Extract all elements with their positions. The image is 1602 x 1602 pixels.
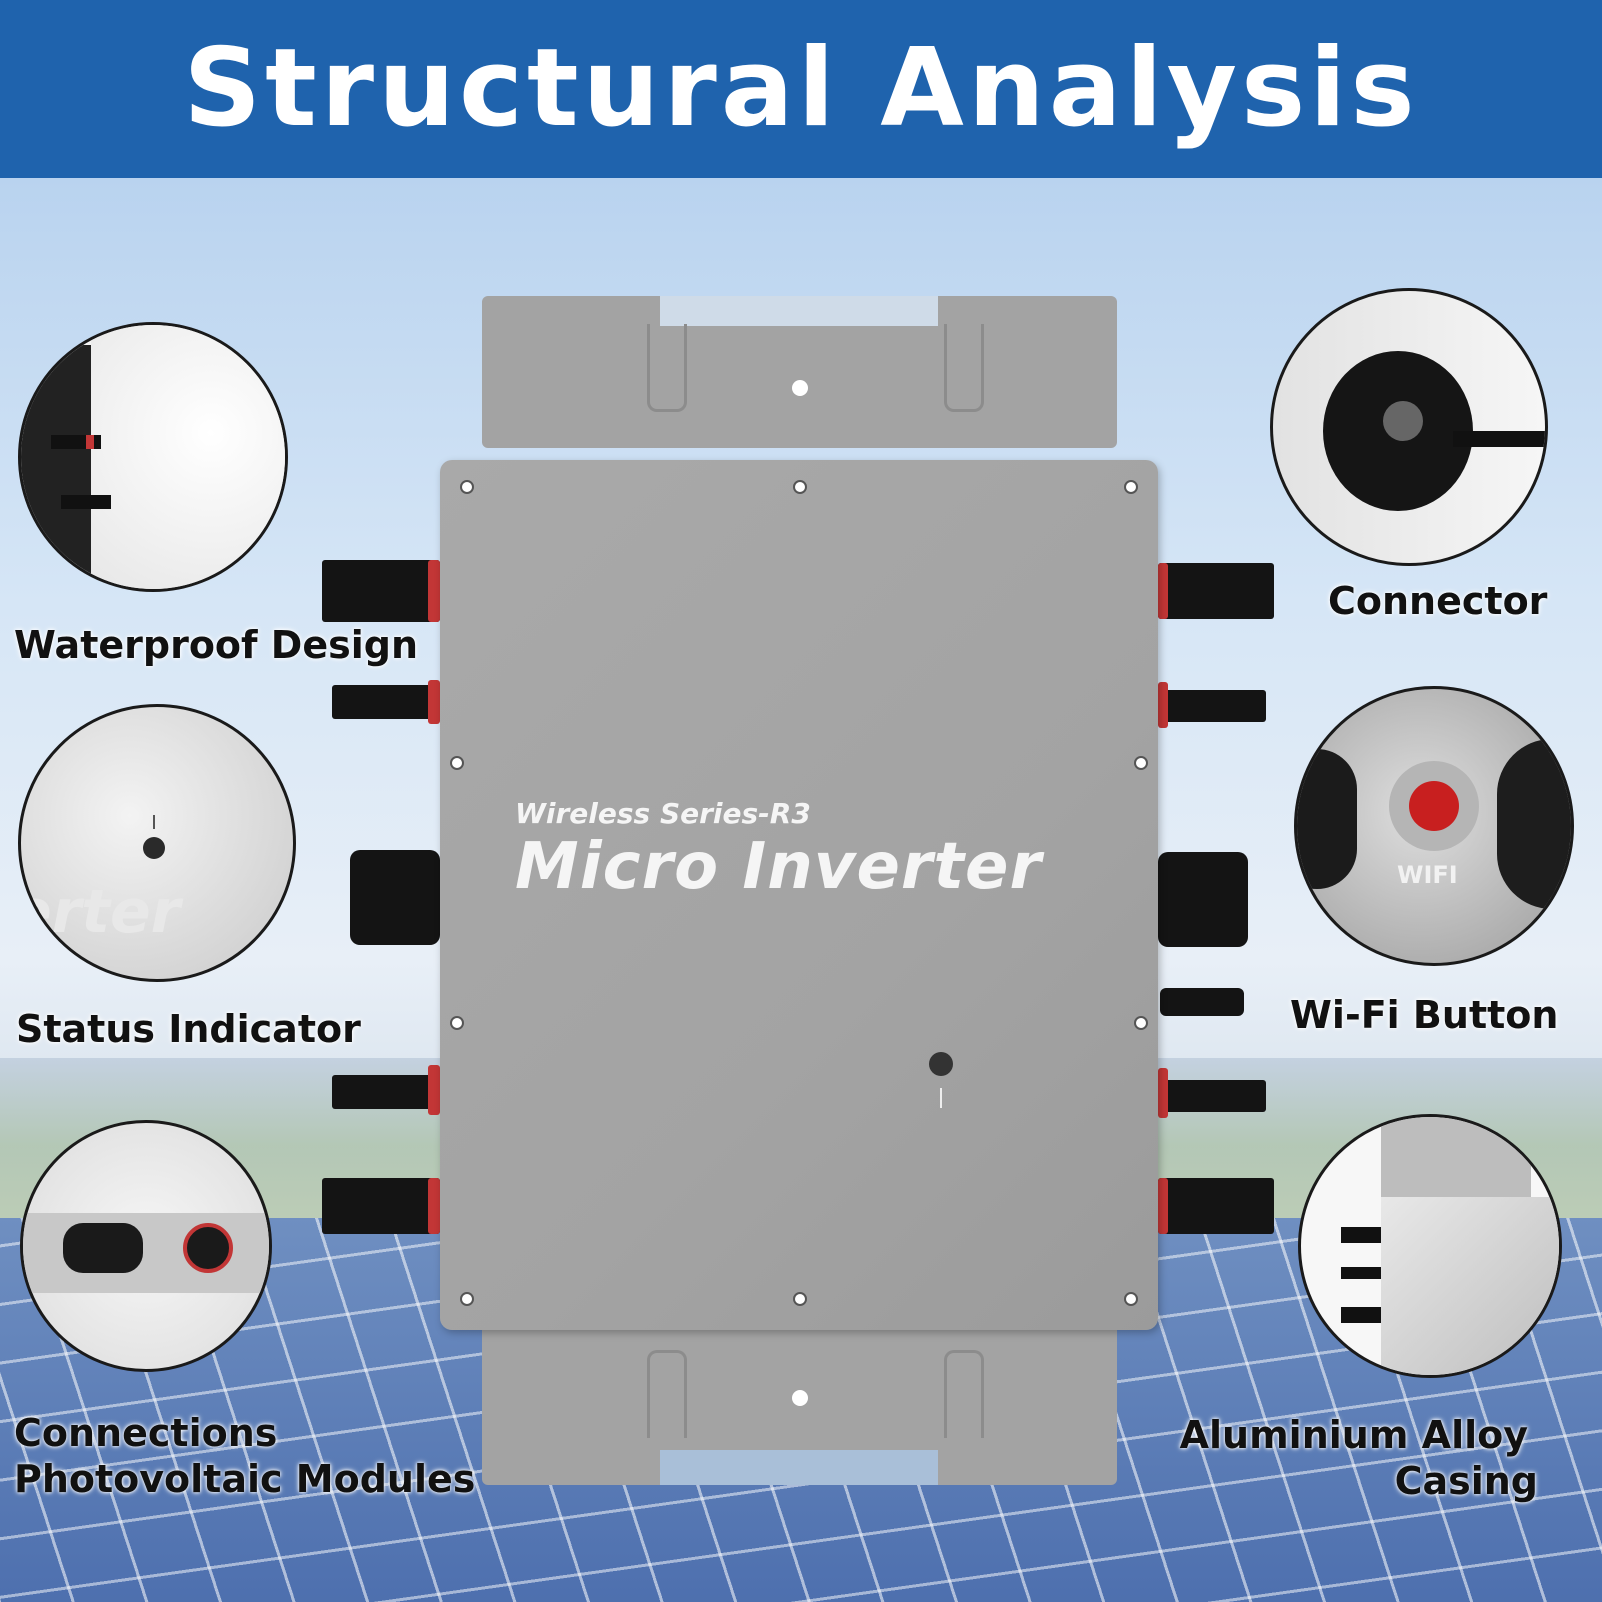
status-indicator-line [940, 1088, 942, 1108]
model-label: Micro Inverter [515, 830, 1042, 904]
connections-label-line1: Connections [14, 1411, 278, 1455]
wifi-button-detail-circle: WIFI [1294, 686, 1574, 966]
pv-connector-right-1 [1158, 563, 1274, 619]
waterproof-design-label: Waterproof Design [14, 623, 419, 667]
page-title: Structural Analysis [183, 26, 1419, 151]
status-led [929, 1052, 953, 1076]
pv-connector-left-2 [332, 685, 440, 719]
status-indicator-label: Status Indicator [16, 1007, 361, 1051]
connections-label-line2: Photovoltaic Modules [14, 1457, 476, 1501]
pv-connector-right-2 [1158, 690, 1266, 722]
ac-connector-left [350, 850, 440, 945]
casing-label-line1: Aluminium Alloy [1179, 1413, 1528, 1457]
pv-connector-right-3 [1158, 1080, 1266, 1112]
pv-connector-left-4 [322, 1178, 440, 1234]
status-indicator-detail-circle: erter [18, 704, 296, 982]
top-mounting-bracket [482, 296, 1117, 448]
ac-connector-right [1158, 852, 1248, 947]
wifi-antenna [1160, 988, 1244, 1016]
pv-connector-right-4 [1158, 1178, 1274, 1234]
connector-detail-circle [1270, 288, 1548, 566]
inverter-casing [440, 460, 1158, 1330]
connections-detail-circle [20, 1120, 272, 1372]
pv-connector-left-1 [322, 560, 440, 622]
casing-detail-circle [1298, 1114, 1562, 1378]
casing-label-line2: Casing [1394, 1459, 1538, 1503]
connector-label: Connector [1328, 579, 1548, 623]
wifi-button-label: Wi-Fi Button [1290, 993, 1559, 1037]
pv-connector-left-3 [332, 1075, 440, 1109]
title-banner: Structural Analysis [0, 0, 1602, 178]
bottom-mounting-bracket [482, 1320, 1117, 1485]
series-label: Wireless Series-R3 [515, 797, 811, 830]
waterproof-detail-circle [18, 322, 288, 592]
